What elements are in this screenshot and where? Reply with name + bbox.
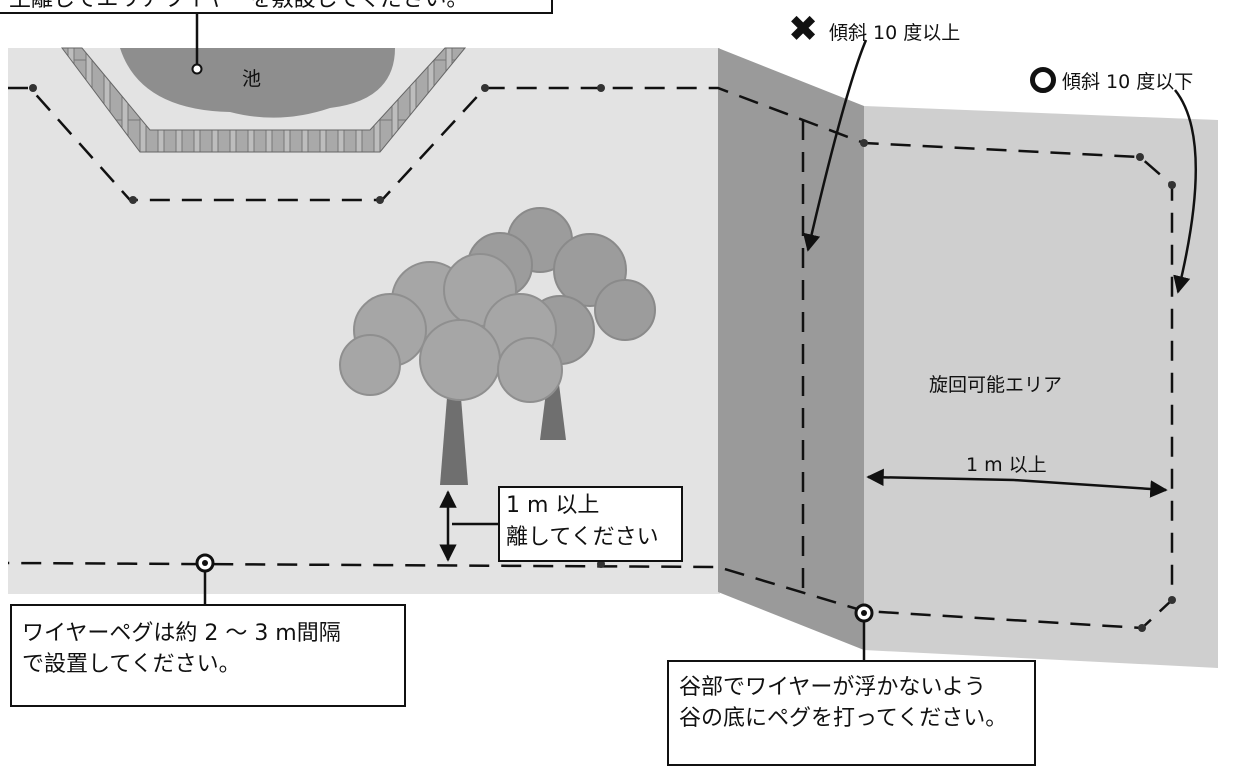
circle-icon bbox=[1030, 67, 1056, 93]
steep-slope-panel bbox=[718, 48, 864, 650]
peg-interval-line1: ワイヤーペグは約 2 ～ 3 m間隔 bbox=[22, 621, 341, 646]
pond-label: 池 bbox=[242, 68, 262, 90]
wire-pegs bbox=[29, 84, 1176, 632]
peg-interval-callout: ワイヤーペグは約 2 ～ 3 m間隔 で設置してください。 bbox=[10, 604, 406, 707]
area-wire bbox=[7, 86, 1174, 630]
gentle-slope-label: 傾斜 10 度以下 bbox=[1062, 71, 1194, 93]
area-distance-label: 1 m 以上 bbox=[966, 454, 1047, 476]
steep-slope-arrow bbox=[803, 39, 868, 252]
gentle-slope-panel bbox=[864, 106, 1218, 668]
top-callout-fragment: 土離してエリアワイヤーを敷設してください。 bbox=[0, 0, 553, 14]
area-distance-arrow bbox=[866, 468, 1015, 487]
trees bbox=[339, 207, 656, 485]
valley-peg-line1: 谷部でワイヤーが浮かないよう bbox=[679, 675, 986, 700]
valley-peg-line2: 谷の底にペグを打ってください。 bbox=[679, 706, 1008, 732]
tree-distance-line2: 離してください bbox=[506, 524, 659, 550]
pond-marker bbox=[191, 63, 203, 75]
valley-peg-callout: 谷部でワイヤーが浮かないよう 谷の底にペグを打ってください。 bbox=[667, 660, 1036, 766]
peg-interval-line2: で設置してください。 bbox=[22, 652, 241, 678]
top-callout-text: 土離してエリアワイヤーを敷設してください。 bbox=[9, 0, 541, 15]
tree-distance-line1: 1 m 以上 bbox=[506, 493, 600, 518]
pond bbox=[61, 47, 467, 153]
cross-icon: ✖ bbox=[788, 9, 819, 50]
tree-distance-callout: 1 m 以上 離してください bbox=[498, 486, 683, 562]
gentle-slope-arrow bbox=[1173, 89, 1198, 294]
steep-slope-label: 傾斜 10 度以上 bbox=[829, 22, 961, 44]
turnable-area-label: 旋回可能エリア bbox=[929, 374, 1063, 396]
